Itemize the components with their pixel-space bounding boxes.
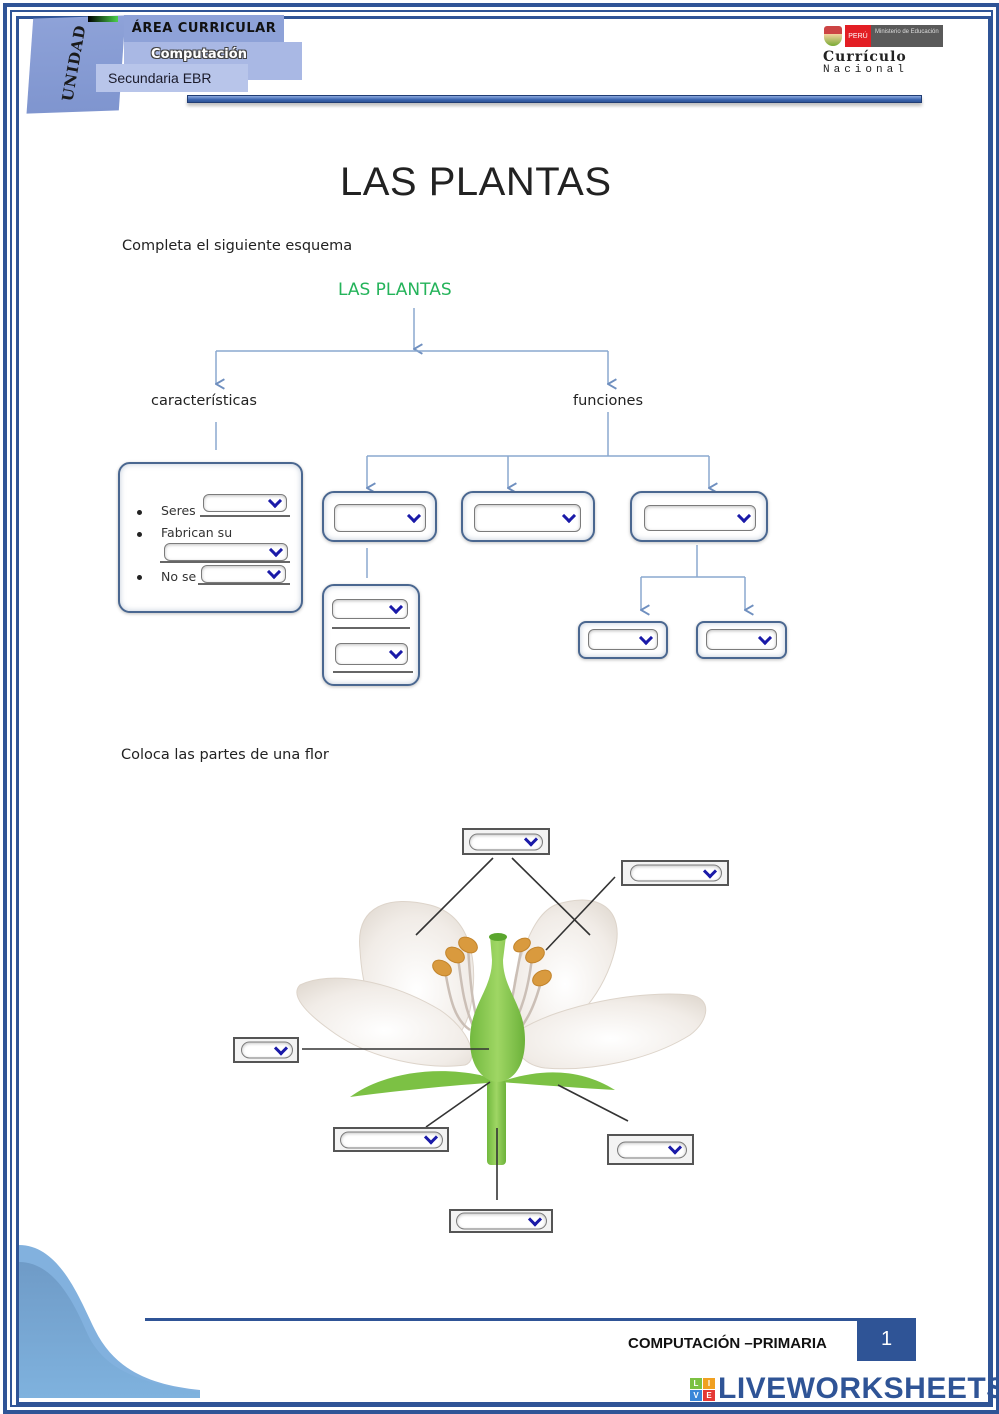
- function-3-sub-dropdown-1[interactable]: [588, 629, 658, 650]
- function-dropdown-3[interactable]: [644, 505, 756, 531]
- scheme-root-node: LAS PLANTAS: [338, 280, 452, 300]
- flower-dropdown-receptacle[interactable]: [340, 1130, 443, 1148]
- flower-dropdown-stem[interactable]: [456, 1211, 547, 1230]
- area-curricular-label: ÁREA CURRICULAR: [124, 15, 284, 42]
- liveworksheets-logo[interactable]: L I V E LIVEWORKSHEETS: [690, 1374, 999, 1404]
- bullet: [137, 575, 142, 580]
- liveworksheets-grid-icon: L I V E: [690, 1377, 715, 1401]
- flower-dropdown-stamen[interactable]: [630, 863, 722, 882]
- logo-nacional: Nacional: [823, 64, 908, 76]
- liveworksheets-brand: LIVEWORKSHEETS: [718, 1372, 999, 1405]
- bullet: [137, 532, 142, 537]
- characteristic-dropdown-1[interactable]: [203, 493, 287, 512]
- flower-dropdown-sepal[interactable]: [617, 1140, 687, 1158]
- function-dropdown-2[interactable]: [474, 504, 581, 532]
- chevron-down-icon: [423, 1130, 439, 1145]
- characteristic-prefix-3: No se: [161, 569, 197, 584]
- stem: [487, 1080, 506, 1165]
- page-number: 1: [857, 1318, 916, 1361]
- answer-line: [198, 583, 290, 585]
- sepal: [350, 1071, 500, 1097]
- characteristic-prefix-2: Fabrican su: [161, 525, 233, 540]
- anthers: [432, 936, 552, 987]
- footer-course: COMPUTACIÓN –PRIMARIA: [628, 1335, 827, 1352]
- answer-line: [333, 671, 413, 673]
- level-label: Secundaria EBR: [96, 64, 248, 92]
- flower-instruction: Coloca las partes de una flor: [121, 747, 329, 763]
- flower-label-sepal: [607, 1134, 694, 1165]
- logo-country: PERÚ: [845, 25, 871, 47]
- pointer-lines: [302, 857, 629, 1200]
- flower-dropdown-petals[interactable]: [469, 832, 543, 850]
- petal: [515, 993, 707, 1070]
- banner-accent-strip: [88, 16, 118, 22]
- sepal: [500, 1072, 615, 1090]
- bullet: [137, 510, 142, 515]
- flower-label-receptacle: [333, 1127, 449, 1152]
- characteristics-node: características: [151, 393, 257, 409]
- page-border-outer: [3, 3, 999, 1414]
- page-border-middle: [10, 10, 993, 1407]
- logo-curriculo: Currículo: [823, 49, 907, 65]
- chevron-down-icon: [702, 863, 718, 879]
- logo-ministry: Ministerio de Educación: [871, 25, 943, 47]
- function-3-sub-dropdown-2[interactable]: [706, 629, 777, 650]
- page-border-inner: [16, 16, 991, 1405]
- characteristic-dropdown-3[interactable]: [201, 564, 286, 583]
- course-name: Computación: [151, 46, 247, 62]
- footer-divider: [145, 1318, 857, 1321]
- answer-line: [332, 627, 410, 629]
- scheme-instruction: Completa el siguiente esquema: [122, 238, 353, 254]
- chevron-down-icon: [527, 1211, 543, 1227]
- flower-label-stamen: [621, 860, 729, 886]
- header-divider: [187, 95, 922, 103]
- answer-line: [160, 561, 290, 563]
- characteristic-prefix-1: Seres: [161, 503, 196, 518]
- answer-line: [200, 515, 290, 517]
- flower-label-ovary: [233, 1037, 299, 1063]
- flower-label-petals: [462, 828, 550, 855]
- characteristics-box: [118, 462, 303, 613]
- petal: [296, 977, 473, 1067]
- page-title: LAS PLANTAS: [340, 160, 612, 204]
- function-dropdown-1[interactable]: [334, 504, 426, 532]
- coat-of-arms-icon: [824, 26, 842, 46]
- flower-label-stem: [449, 1209, 553, 1233]
- chevron-down-icon: [667, 1140, 683, 1155]
- flower-dropdown-ovary[interactable]: [241, 1040, 293, 1059]
- chevron-down-icon: [273, 1040, 289, 1056]
- functions-node: funciones: [573, 393, 644, 409]
- function-1-sub-dropdown-1[interactable]: [332, 599, 408, 619]
- characteristic-dropdown-2[interactable]: [164, 542, 288, 561]
- function-1-sub-dropdown-2[interactable]: [335, 643, 408, 665]
- stigma: [489, 933, 507, 941]
- chevron-down-icon: [523, 832, 539, 847]
- pistil: [470, 936, 525, 1082]
